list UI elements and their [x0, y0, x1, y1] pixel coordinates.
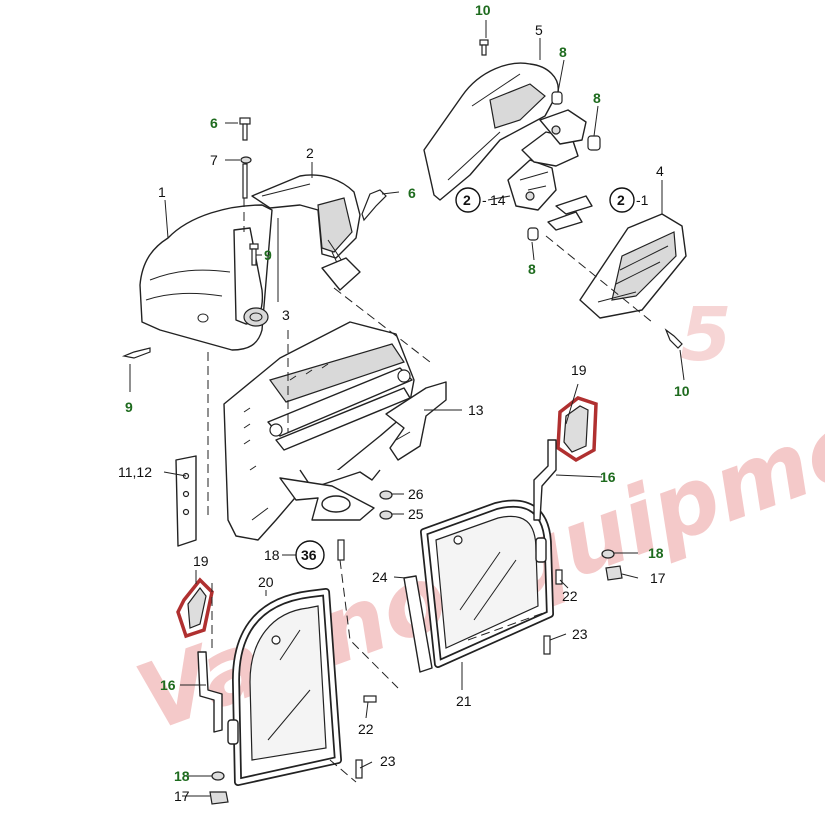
- watermark-side-text: 5: [680, 292, 732, 378]
- part-4-right-cover: [579, 213, 687, 319]
- bolts: [121, 39, 683, 359]
- callout-3: 3: [282, 307, 290, 323]
- callout-2: 2: [306, 145, 314, 161]
- callout-22b: 22: [358, 721, 374, 737]
- part-13-bracket: [385, 381, 447, 461]
- center-panel-assembly: [223, 321, 415, 541]
- callout-6b: 6: [408, 185, 416, 201]
- callout-23a: 23: [572, 626, 588, 642]
- callout-4: 4: [656, 163, 664, 179]
- part-5-right-upper-cover: [423, 62, 559, 201]
- callout-dash-14: -: [482, 192, 487, 208]
- callout-8c: 8: [528, 261, 536, 277]
- circle-2a: [455, 187, 481, 213]
- callout-23b: 23: [380, 753, 396, 769]
- callout-9b: 9: [125, 399, 133, 415]
- callout-17a: 17: [650, 570, 666, 586]
- callout-19b: 19: [193, 553, 209, 569]
- callout-16a: 16: [600, 469, 616, 485]
- callout-7: 7: [210, 152, 218, 168]
- callout-26: 26: [408, 486, 424, 502]
- left-mirror-19: [176, 577, 214, 639]
- callout-18a: 18: [648, 545, 664, 561]
- callout-14: 14: [490, 192, 506, 208]
- callout-20: 20: [258, 574, 274, 590]
- circle-36: [295, 540, 325, 570]
- callout-6a: 6: [210, 115, 218, 131]
- circle-2b: [609, 187, 635, 213]
- right-handle-16: [533, 439, 557, 521]
- callout-dash-1: -1: [636, 192, 649, 208]
- part-1-left-cover: [139, 204, 273, 351]
- callout-10a: 10: [475, 2, 491, 18]
- callout-17b: 17: [174, 788, 190, 804]
- callout-9a: 9: [264, 247, 272, 263]
- part-24-strip: [403, 575, 433, 673]
- callout-8b: 8: [593, 90, 601, 106]
- part-11-12-plate: [175, 455, 197, 547]
- hardware-17-18-22-23: [209, 549, 623, 805]
- right-mirror-19: [556, 396, 598, 463]
- part-36-pin: [337, 539, 345, 561]
- callout-11-12: 11,12: [118, 464, 152, 480]
- circle-36-label: 36: [301, 547, 317, 563]
- callout-16b: 16: [160, 677, 176, 693]
- assembly-lines: [207, 198, 653, 783]
- callout-1: 1: [158, 184, 166, 200]
- callout-labels: 1 2 3 4 5 6 6 7 8 8 8 9 9 10 10 11,12 13…: [118, 2, 690, 804]
- circle-2b-label: 2: [617, 192, 625, 208]
- callout-5: 5: [535, 22, 543, 38]
- callout-21: 21: [456, 693, 472, 709]
- callout-22a: 22: [562, 588, 578, 604]
- callout-circles: [295, 187, 635, 570]
- part-14-mechanism: [507, 109, 593, 231]
- nut-25-26: [379, 490, 393, 520]
- callout-18c: 18: [264, 547, 280, 563]
- left-window-frame: [227, 588, 342, 786]
- callout-24: 24: [372, 569, 388, 585]
- callout-8a: 8: [559, 44, 567, 60]
- right-window-frame: [420, 499, 554, 668]
- callout-13: 13: [468, 402, 484, 418]
- leader-lines: [129, 20, 685, 797]
- circle-2a-label: 2: [463, 192, 471, 208]
- left-handle-16: [197, 651, 223, 733]
- callout-18b: 18: [174, 768, 190, 784]
- part-2-upper-cover: [251, 174, 361, 291]
- callout-10b: 10: [674, 383, 690, 399]
- callout-19a: 19: [571, 362, 587, 378]
- callout-25: 25: [408, 506, 424, 522]
